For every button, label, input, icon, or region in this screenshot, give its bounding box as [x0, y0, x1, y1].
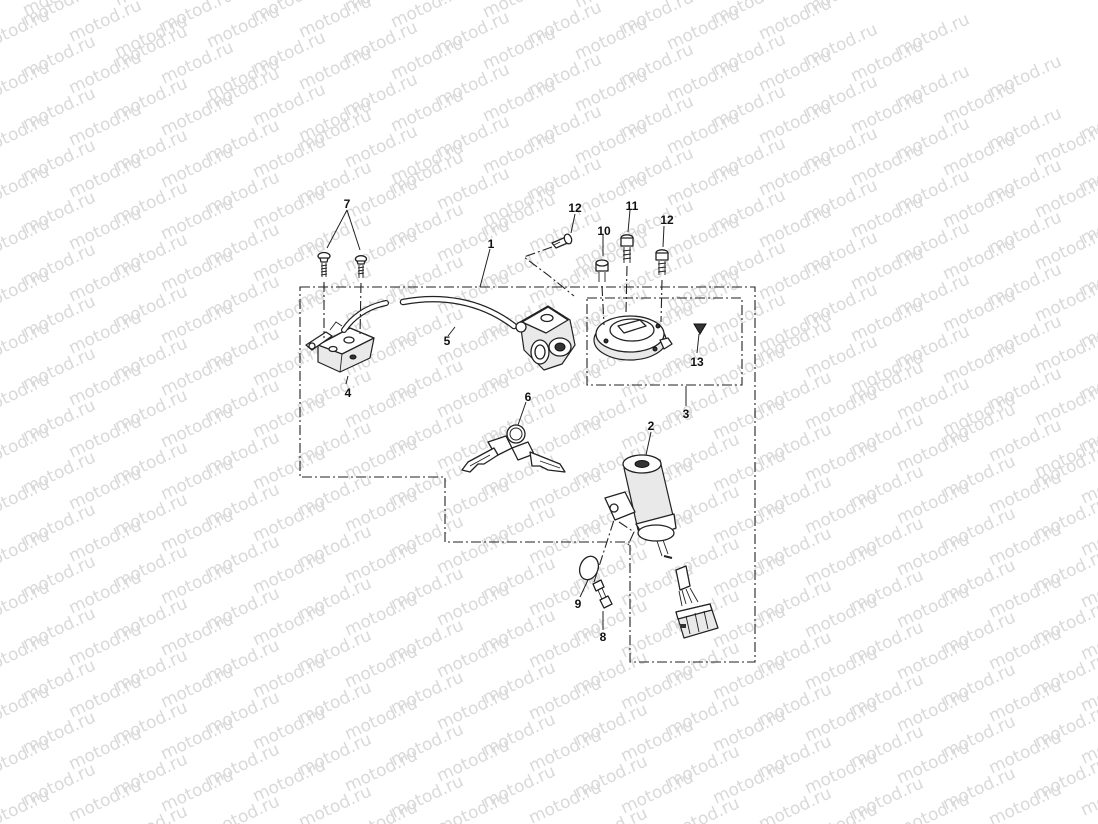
leader-2-axis	[618, 521, 635, 546]
leader-12a-path	[522, 246, 575, 297]
callout-7: 7	[344, 197, 351, 211]
watermark-text: motod.ru	[0, 473, 53, 524]
watermark-text: motod.ru	[0, 265, 53, 316]
watermark-text: motod.ru	[664, 793, 743, 824]
watermark-text: motod.ru	[756, 783, 835, 824]
callout-2: 2	[648, 419, 655, 433]
watermark-text: motod.ru	[0, 57, 53, 108]
screw-7-right	[354, 255, 368, 278]
callout-11: 11	[626, 199, 639, 213]
callout-5: 5	[444, 334, 451, 348]
keys-6	[461, 424, 566, 473]
callout-4: 4	[345, 386, 352, 400]
screw-12-a	[551, 233, 573, 249]
ignition-wires	[675, 565, 699, 607]
watermark-text: motod.ru	[0, 629, 53, 680]
callout-10: 10	[597, 224, 611, 238]
watermark-text: motod.ru	[0, 525, 53, 576]
callout-labels: 1 2 3 4 5 6 7 8 9 10 11 12 12 13	[344, 197, 704, 644]
callout-13: 13	[690, 355, 704, 369]
watermark-text: motod.ru	[0, 369, 53, 420]
watermark-text: motod.ru	[0, 733, 53, 784]
watermark-text: motod.ru	[0, 213, 53, 264]
plug-13	[693, 323, 707, 335]
watermark-text: motod.ru	[204, 791, 283, 824]
assembly-3-outline	[586, 297, 743, 386]
ignition-switch-2	[604, 454, 677, 559]
watermark-text: motod.ru	[0, 681, 53, 732]
connector-block	[675, 603, 719, 639]
assembly-1-outline	[299, 286, 756, 663]
callout-9: 9	[575, 597, 582, 611]
callout-6: 6	[525, 390, 532, 404]
callout-3: 3	[683, 407, 690, 421]
watermark-text: motod.ru	[0, 421, 53, 472]
screw-11	[620, 234, 634, 263]
fuel-cap-3	[593, 315, 673, 361]
watermark-text: motod.ru	[0, 577, 53, 628]
watermark-text: motod.ru	[0, 317, 53, 368]
bolt-8	[592, 579, 613, 609]
watermark-text: motod.ru	[572, 803, 651, 824]
watermark-text: motod.ru	[0, 161, 53, 212]
seat-lock-bracket-4	[305, 321, 375, 373]
callout-12-a: 12	[568, 201, 582, 215]
watermark-text: motod.ru	[112, 801, 191, 824]
callout-8: 8	[600, 630, 607, 644]
watermark-text: motod.ru	[296, 781, 375, 824]
cable-5	[341, 295, 518, 333]
screw-7-left	[317, 251, 331, 277]
screw-12-b	[655, 249, 669, 275]
leader-lines	[323, 209, 700, 630]
watermark-text: motod.ru	[0, 5, 53, 56]
seat-lock-1	[515, 305, 576, 371]
watermark-text: motod.ru	[0, 109, 53, 160]
callout-1: 1	[488, 237, 495, 251]
washer-9	[578, 555, 600, 581]
leader-8-axis	[593, 519, 615, 583]
screw-10	[595, 259, 609, 282]
callout-12-b: 12	[660, 213, 674, 227]
